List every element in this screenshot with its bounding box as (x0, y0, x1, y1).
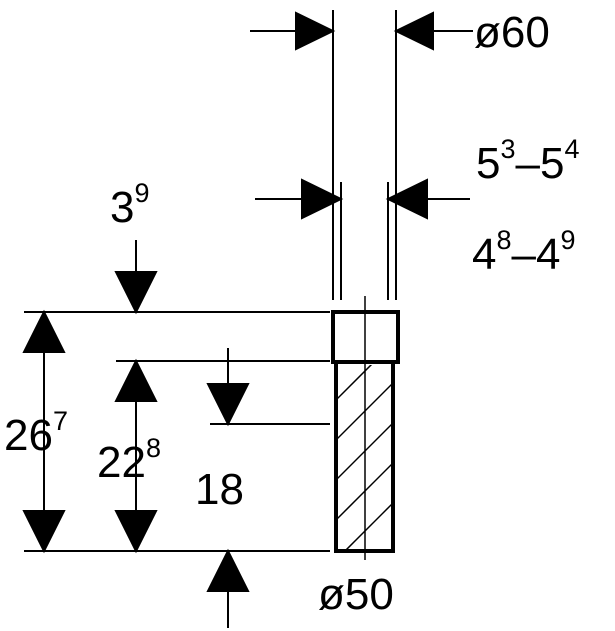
socket-outline (331, 310, 400, 364)
dim-insert-depth: 18 (195, 465, 244, 514)
dim-wall-outer: 53–54 (476, 134, 580, 188)
dim-wall-inner: 48–49 (472, 225, 576, 279)
dim-total-height: 267 (4, 406, 68, 460)
dim-d60: ø60 (474, 8, 550, 57)
dim-mid-height: 228 (97, 433, 161, 487)
pipe-part (331, 296, 400, 560)
section-hatching (336, 365, 391, 549)
dim-d50: ø50 (318, 570, 394, 619)
extension-lines (24, 10, 397, 552)
dim-socket-depth: 39 (110, 178, 150, 232)
dimension-arrows (22, 11, 473, 628)
